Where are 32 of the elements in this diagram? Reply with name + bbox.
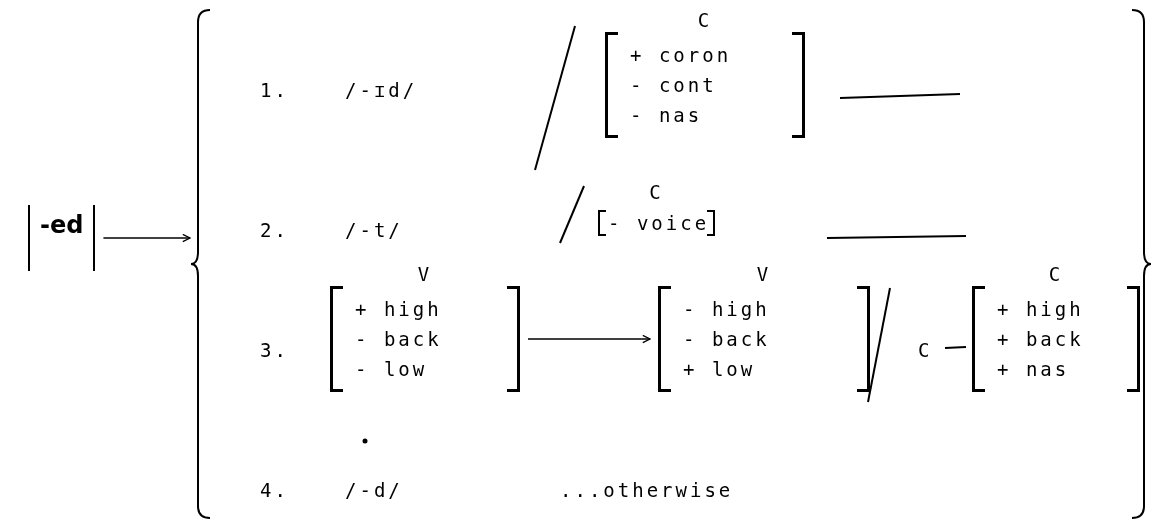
morpheme-label: -ed (40, 211, 84, 239)
arrow (527, 334, 651, 344)
feature-label: - high (683, 297, 770, 322)
segment-symbol: C (1047, 262, 1065, 286)
rule-label: /-t/ (345, 218, 403, 242)
feature-label: + low (683, 357, 756, 382)
morpheme-bars (28, 205, 96, 271)
feature-label: + coron (630, 43, 732, 68)
rule-label: 2. (260, 218, 289, 242)
feature-label: + high (997, 297, 1084, 322)
feature-label: - nas (630, 103, 703, 128)
rule-label: 3. (260, 338, 289, 362)
rule-label: 1. (260, 78, 289, 102)
rule-label: /-d/ (345, 478, 403, 502)
rule-label: /-ɪd/ (345, 78, 418, 102)
feature-label: - low (355, 357, 428, 382)
feature-label: - back (355, 327, 442, 352)
feature-label: - voice (608, 211, 710, 236)
rule-label: 4. (260, 478, 289, 502)
feature-label: - cont (630, 73, 717, 98)
segment-symbol: V (416, 262, 434, 286)
rule-label: ...otherwise (560, 478, 734, 502)
rule-label: C (918, 338, 933, 362)
segment-symbol: C (696, 8, 714, 32)
segment-symbol: C (648, 180, 665, 204)
curly-brace (190, 8, 1152, 520)
segment-symbol: V (755, 262, 773, 286)
feature-label: + back (997, 327, 1084, 352)
feature-label: + nas (997, 357, 1070, 382)
feature-label: + high (355, 297, 442, 322)
feature-label: - back (683, 327, 770, 352)
arrow (102, 233, 191, 243)
